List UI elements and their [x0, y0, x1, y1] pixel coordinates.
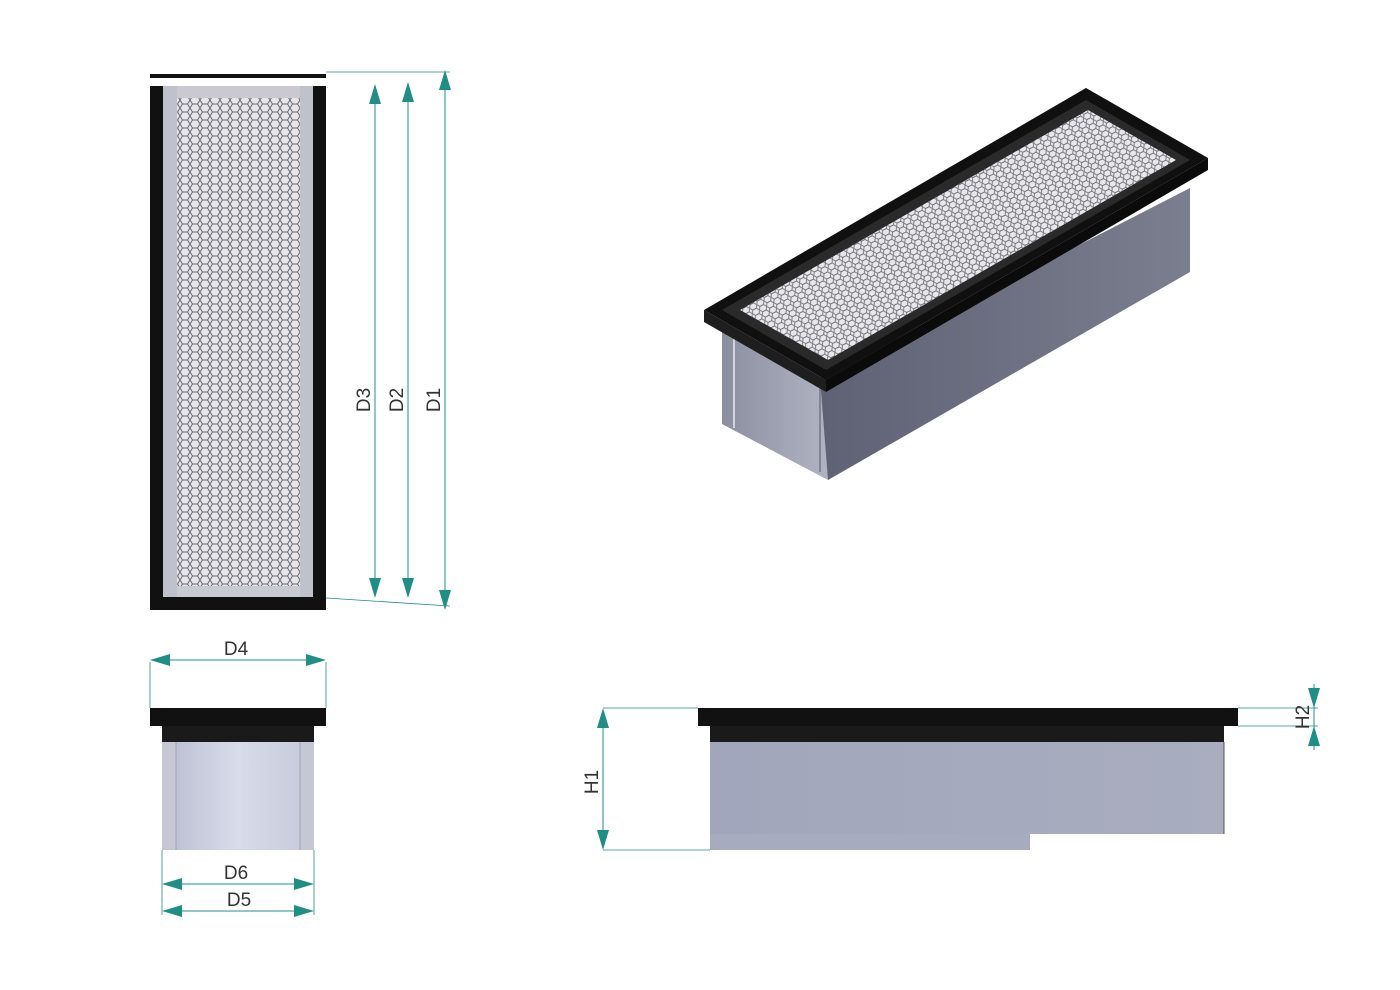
top-view-right-rail [300, 86, 313, 597]
dimension-label-d6: D6 [224, 863, 248, 884]
dimension-h1 [597, 708, 609, 850]
iso-flange-front [704, 310, 826, 392]
iso-body-long-side [820, 188, 1190, 480]
dimension-d6 [162, 878, 314, 890]
dimension-label-h1: H1 [582, 770, 603, 794]
dimension-label-d3: D3 [354, 388, 375, 412]
isometric-view [704, 88, 1208, 480]
end-view-left-edge [162, 742, 176, 850]
dimension-label-h2: H2 [1293, 705, 1314, 729]
top-view-bottom-rail [177, 586, 300, 597]
end-view-right-edge [300, 742, 314, 850]
dimension-label-d5: D5 [227, 890, 251, 911]
end-view-gasket [162, 726, 314, 742]
side-view-body-lower [710, 834, 1030, 850]
side-view-body [710, 742, 1224, 834]
side-view [603, 707, 1318, 851]
dimension-label-d1: D1 [424, 388, 445, 412]
end-view [149, 662, 327, 915]
top-view-thin-bar [150, 74, 326, 78]
dimension-d1 [439, 70, 451, 610]
dimension-d4 [150, 654, 326, 666]
dimension-d2 [402, 82, 414, 598]
dimension-d3 [369, 84, 381, 598]
top-view [150, 71, 451, 610]
top-view-mesh [177, 98, 300, 586]
side-view-gasket [710, 726, 1224, 742]
end-view-body [162, 742, 314, 850]
top-view-left-rail [163, 86, 177, 597]
iso-mesh [740, 110, 1176, 360]
side-view-flange [698, 708, 1238, 726]
end-view-flange [150, 708, 326, 726]
dimension-d5 [162, 905, 314, 917]
iso-body-end [722, 330, 828, 480]
dimension-label-d2: D2 [387, 388, 408, 412]
dimension-label-d4: D4 [224, 639, 249, 660]
iso-flange-side [826, 158, 1208, 392]
extension-line-bottom [325, 597, 451, 607]
dimension-h2 [1308, 684, 1320, 750]
